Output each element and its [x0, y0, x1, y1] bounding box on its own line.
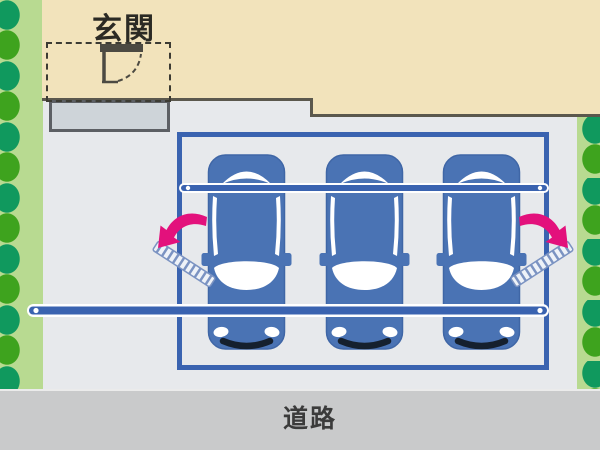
entrance-dashed-outline	[46, 42, 171, 102]
gate-rail-lower	[27, 304, 549, 317]
gate-swing-arrow-right	[519, 213, 568, 248]
entrance-door-symbol	[100, 44, 143, 84]
gate-swing-arrow-left	[158, 213, 207, 248]
road-label: 道路	[283, 404, 338, 433]
entrance-label: 玄関	[92, 12, 156, 47]
house-footprint-step	[310, 98, 600, 117]
hedge-row-left	[0, 0, 43, 390]
gate-rail-upper	[179, 183, 549, 193]
hedge-row-right	[577, 117, 600, 390]
road-strip	[0, 389, 600, 450]
parking-area-border	[177, 132, 549, 370]
